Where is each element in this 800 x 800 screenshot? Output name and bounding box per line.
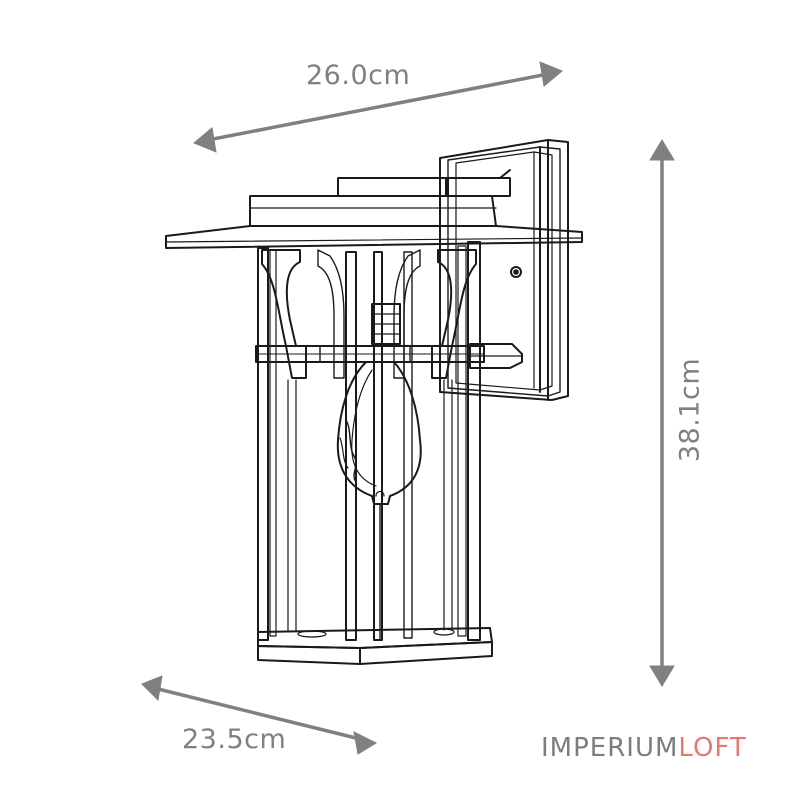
mount-screw-icon [510,266,522,278]
top-cap [165,169,583,249]
brand-logo-main: IMPERIUM [541,733,679,763]
height-dimension-arrow [649,139,675,687]
frame-posts [257,241,481,641]
depth-dimension-label: 23.5cm [182,724,287,755]
bulb-socket [371,303,401,345]
curved-brackets [261,249,477,379]
bulb-icon [336,361,422,641]
bottom-base [257,627,493,665]
depth-dimension-arrow [141,675,378,755]
width-dimension-label: 26.0cm [306,60,411,91]
brand-logo-accent: LOFT [678,733,747,763]
height-dimension-label: 38.1cm [674,357,706,463]
width-dimension-arrow [193,61,563,153]
glass-panels [287,379,453,631]
brand-logo: IMPERIUMLOFT [541,733,747,763]
wall-back-plate [439,139,569,401]
